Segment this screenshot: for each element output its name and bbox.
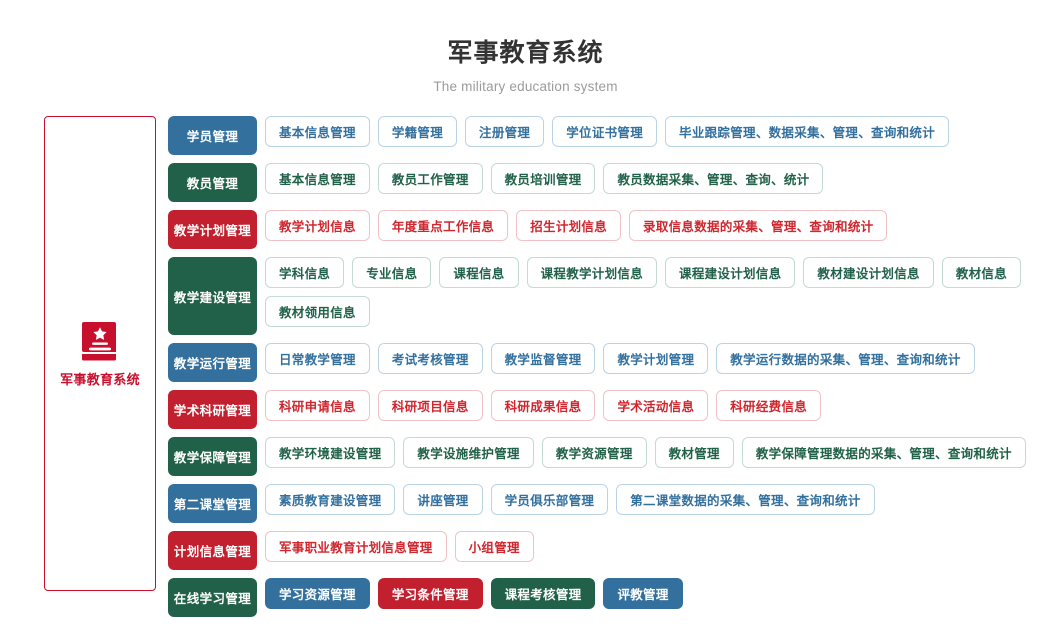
module-item-list: 科研申请信息科研项目信息科研成果信息学术活动信息科研经费信息 (265, 390, 1051, 429)
module-row: 学术科研管理科研申请信息科研项目信息科研成果信息学术活动信息科研经费信息 (168, 390, 1051, 430)
module-item-button[interactable]: 评教管理 (603, 578, 683, 610)
module-item-button[interactable]: 教材领用信息 (265, 296, 370, 328)
module-item-button[interactable]: 军事职业教育计划信息管理 (265, 531, 447, 563)
module-row: 教学计划管理教学计划信息年度重点工作信息招生计划信息录取信息数据的采集、管理、查… (168, 210, 1051, 250)
module-item-button[interactable]: 基本信息管理 (265, 116, 370, 148)
module-item-list: 教学计划信息年度重点工作信息招生计划信息录取信息数据的采集、管理、查询和统计 (265, 210, 1051, 249)
module-row: 教学保障管理教学环境建设管理教学设施维护管理教学资源管理教材管理教学保障管理数据… (168, 437, 1051, 477)
category-button[interactable]: 教学保障管理 (168, 437, 257, 477)
module-row: 在线学习管理学习资源管理学习条件管理课程考核管理评教管理 (168, 578, 1051, 618)
module-item-list: 学科信息专业信息课程信息课程教学计划信息课程建设计划信息教材建设计划信息教材信息… (265, 257, 1051, 335)
module-row: 教员管理基本信息管理教员工作管理教员培训管理教员数据采集、管理、查询、统计 (168, 163, 1051, 203)
module-item-button[interactable]: 录取信息数据的采集、管理、查询和统计 (629, 210, 888, 242)
category-button[interactable]: 计划信息管理 (168, 531, 257, 571)
module-item-button[interactable]: 招生计划信息 (516, 210, 622, 242)
module-item-button[interactable]: 教材管理 (654, 437, 734, 469)
module-row: 教学建设管理学科信息专业信息课程信息课程教学计划信息课程建设计划信息教材建设计划… (168, 257, 1051, 336)
module-item-button[interactable]: 教学保障管理数据的采集、管理、查询和统计 (741, 437, 1026, 469)
module-item-button[interactable]: 学科信息 (265, 257, 345, 289)
category-button[interactable]: 在线学习管理 (168, 578, 257, 618)
page-title: 军事教育系统 (447, 39, 604, 67)
category-button[interactable]: 教学建设管理 (168, 257, 257, 336)
module-item-button[interactable]: 考试考核管理 (377, 343, 483, 375)
module-item-button[interactable]: 科研成果信息 (490, 390, 596, 422)
module-item-button[interactable]: 科研项目信息 (377, 390, 483, 422)
module-item-button[interactable]: 教学计划信息 (265, 210, 370, 242)
module-item-list: 基本信息管理教员工作管理教员培训管理教员数据采集、管理、查询、统计 (265, 163, 1051, 202)
page-subtitle: The military education system (433, 79, 618, 95)
page-content: 军事教育系统 学员管理基本信息管理学籍管理注册管理学位证书管理毕业跟踪管理、数据… (0, 116, 1051, 625)
module-row: 第二课堂管理素质教育建设管理讲座管理学员俱乐部管理第二课堂数据的采集、管理、查询… (168, 484, 1051, 524)
category-button[interactable]: 教员管理 (168, 163, 257, 203)
module-item-list: 日常教学管理考试考核管理教学监督管理教学计划管理教学运行数据的采集、管理、查询和… (265, 343, 1051, 382)
module-row: 教学运行管理日常教学管理考试考核管理教学监督管理教学计划管理教学运行数据的采集、… (168, 343, 1051, 383)
module-item-button[interactable]: 学籍管理 (377, 116, 458, 148)
module-item-button[interactable]: 讲座管理 (403, 484, 483, 516)
module-item-button[interactable]: 学习资源管理 (265, 578, 370, 610)
module-item-button[interactable]: 教员工作管理 (377, 163, 483, 195)
module-item-button[interactable]: 课程信息 (439, 257, 519, 289)
category-button[interactable]: 第二课堂管理 (168, 484, 257, 524)
module-item-button[interactable]: 第二课堂数据的采集、管理、查询和统计 (616, 484, 875, 516)
module-item-list: 基本信息管理学籍管理注册管理学位证书管理毕业跟踪管理、数据采集、管理、查询和统计 (265, 116, 1051, 155)
module-item-button[interactable]: 日常教学管理 (265, 343, 370, 375)
module-item-list: 教学环境建设管理教学设施维护管理教学资源管理教材管理教学保障管理数据的采集、管理… (265, 437, 1051, 476)
module-item-button[interactable]: 教材信息 (941, 257, 1022, 289)
module-item-button[interactable]: 教材建设计划信息 (803, 257, 934, 289)
module-item-button[interactable]: 教学设施维护管理 (403, 437, 534, 469)
module-item-button[interactable]: 学员俱乐部管理 (490, 484, 609, 516)
module-item-button[interactable]: 教学资源管理 (541, 437, 647, 469)
module-item-button[interactable]: 注册管理 (465, 116, 545, 148)
module-item-button[interactable]: 年度重点工作信息 (377, 210, 509, 242)
module-item-button[interactable]: 教学运行数据的采集、管理、查询和统计 (716, 343, 975, 375)
module-item-button[interactable]: 教学计划管理 (603, 343, 709, 375)
module-item-button[interactable]: 学位证书管理 (552, 116, 658, 148)
category-button[interactable]: 学员管理 (168, 116, 257, 156)
module-item-button[interactable]: 毕业跟踪管理、数据采集、管理、查询和统计 (665, 116, 950, 148)
module-rows: 学员管理基本信息管理学籍管理注册管理学位证书管理毕业跟踪管理、数据采集、管理、查… (168, 116, 1051, 625)
module-item-button[interactable]: 小组管理 (454, 531, 534, 563)
module-item-button[interactable]: 教学环境建设管理 (265, 437, 396, 469)
module-item-button[interactable]: 课程考核管理 (490, 578, 596, 610)
module-item-button[interactable]: 科研申请信息 (265, 390, 370, 422)
category-button[interactable]: 学术科研管理 (168, 390, 257, 430)
module-item-button[interactable]: 学术活动信息 (603, 390, 709, 422)
module-item-button[interactable]: 学习条件管理 (377, 578, 483, 610)
module-item-button[interactable]: 基本信息管理 (265, 163, 370, 195)
module-item-button[interactable]: 课程教学计划信息 (526, 257, 658, 289)
module-item-button[interactable]: 教员数据采集、管理、查询、统计 (603, 163, 824, 195)
sidebar-system-label: 军事教育系统 (60, 371, 140, 387)
module-row: 学员管理基本信息管理学籍管理注册管理学位证书管理毕业跟踪管理、数据采集、管理、查… (168, 116, 1051, 156)
module-item-button[interactable]: 教学监督管理 (490, 343, 596, 375)
module-item-button[interactable]: 科研经费信息 (716, 390, 822, 422)
book-star-icon (80, 320, 120, 362)
module-item-button[interactable]: 教员培训管理 (490, 163, 596, 195)
page-header: 军事教育系统 The military education system (0, 0, 1051, 94)
sidebar-system-card[interactable]: 军事教育系统 (44, 116, 156, 592)
module-row: 计划信息管理军事职业教育计划信息管理小组管理 (168, 531, 1051, 571)
module-item-list: 素质教育建设管理讲座管理学员俱乐部管理第二课堂数据的采集、管理、查询和统计 (265, 484, 1051, 523)
category-button[interactable]: 教学运行管理 (168, 343, 257, 383)
module-item-list: 学习资源管理学习条件管理课程考核管理评教管理 (265, 578, 1051, 617)
module-item-button[interactable]: 课程建设计划信息 (665, 257, 796, 289)
module-item-button[interactable]: 专业信息 (352, 257, 432, 289)
category-button[interactable]: 教学计划管理 (168, 210, 257, 250)
module-item-button[interactable]: 素质教育建设管理 (265, 484, 396, 516)
module-item-list: 军事职业教育计划信息管理小组管理 (265, 531, 1051, 570)
